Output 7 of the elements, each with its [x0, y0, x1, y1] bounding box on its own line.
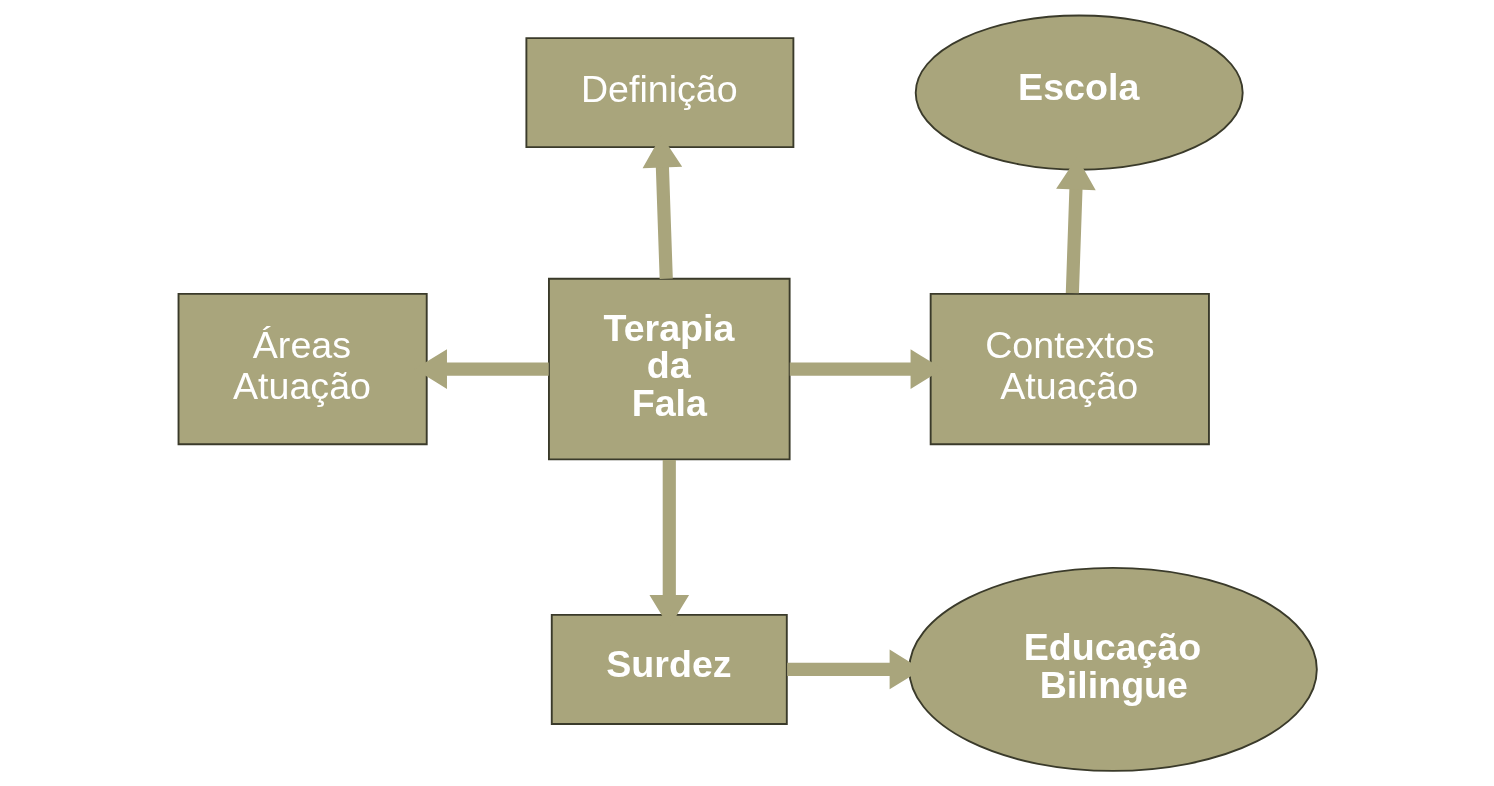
- node-box: Definição: [524, 37, 794, 149]
- node-box: Terapia da Fala: [547, 277, 791, 461]
- node-box: Contextos Atuação: [929, 292, 1210, 446]
- node-box: Áreas Atuação: [177, 292, 428, 446]
- node-ellipse: Educação Bilingue: [907, 567, 1318, 772]
- node-box: Surdez: [550, 613, 788, 725]
- node-ellipse: Escola: [914, 14, 1244, 171]
